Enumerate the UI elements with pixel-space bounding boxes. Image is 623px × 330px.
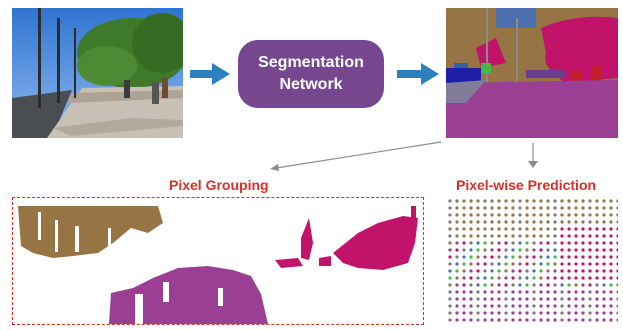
network-label-line1: Segmentation xyxy=(258,54,364,71)
pixel-wise-dot-grid xyxy=(446,197,618,325)
right-arrow-icon xyxy=(190,63,230,85)
segmentation-network-box: Segmentation Network xyxy=(238,40,384,108)
pixel-grouping-label: Pixel Grouping xyxy=(169,177,269,193)
input-street-photo xyxy=(12,8,183,138)
grouping-pointer-arrow xyxy=(268,140,443,174)
pixel-grouping-panel xyxy=(12,197,424,325)
pixel-wise-prediction-label: Pixel-wise Prediction xyxy=(456,177,597,193)
network-label-line2: Network xyxy=(279,76,343,93)
right-arrow-icon xyxy=(397,63,439,85)
pixelwise-pointer-arrow xyxy=(528,143,538,169)
segmentation-output-map xyxy=(446,8,618,138)
